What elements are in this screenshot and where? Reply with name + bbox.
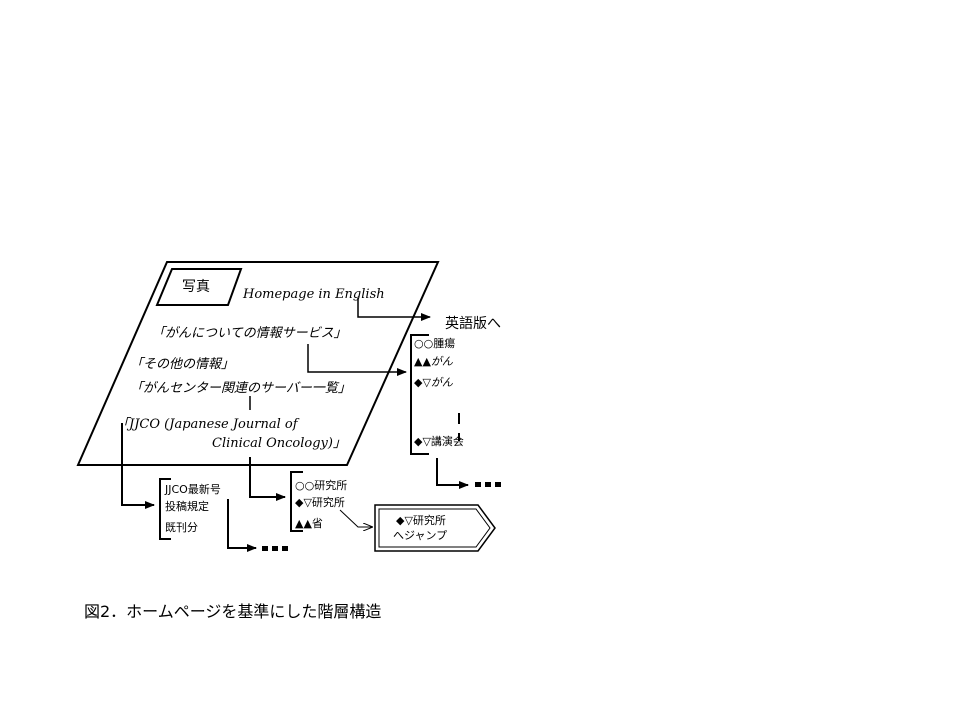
other-info-link[interactable]: 「その他の情報」	[130, 357, 235, 372]
cancer-list-item: ▲▲がん	[414, 355, 453, 368]
jump-box	[374, 504, 496, 552]
server-list-item: ◆▽研究所	[295, 496, 345, 509]
jump-box-inner	[378, 508, 491, 548]
cancer-list-item: ◆▽講演会	[414, 435, 464, 448]
jjco-bracket	[159, 478, 171, 540]
jjco-link-line1[interactable]: 「JJCO (Japanese Journal of	[116, 417, 298, 432]
cancer-list-item: ○○腫瘍	[414, 337, 456, 350]
jjco-list-item: JJCO最新号	[165, 483, 221, 496]
figure-caption: 図2．ホームページを基準にした階層構造	[84, 602, 382, 621]
server-arrow	[249, 457, 286, 501]
photo-frame	[155, 268, 243, 306]
english-homepage-link[interactable]: Homepage in English	[243, 287, 385, 302]
server-list-item: ○○研究所	[295, 479, 348, 492]
cancer-continue-arrow	[436, 458, 469, 489]
photo-label: 写真	[182, 279, 210, 295]
cancer-info-link[interactable]: 「がんについての情報サービス」	[152, 326, 347, 341]
server-bracket	[290, 471, 303, 532]
english-version-label: 英語版へ	[445, 316, 501, 332]
jjco-list-item: 既刊分	[165, 521, 198, 534]
server-list-item: ▲▲省	[295, 517, 323, 530]
jjco-arrow	[121, 423, 155, 509]
jump-box-line2: へジャンプ	[393, 529, 448, 542]
jjco-link-line2[interactable]: Clinical Oncology)」	[212, 436, 346, 451]
server-list-link[interactable]: 「がんセンター関連のサーバー一覧」	[130, 381, 351, 396]
cancer-bracket	[410, 334, 429, 455]
jump-box-line1: ◆▽研究所	[396, 514, 446, 527]
cancer-continue-dots	[475, 482, 501, 487]
jjco-list-item: 投稿規定	[165, 500, 209, 513]
cancer-arrow	[307, 344, 407, 376]
homepage-frame	[76, 261, 440, 466]
jump-arrow	[339, 509, 372, 527]
english-arrow	[357, 298, 431, 321]
cancer-list-item: ◆▽がん	[414, 376, 453, 389]
jjco-continue-dots	[262, 546, 288, 551]
jjco-continue-arrow	[227, 499, 257, 552]
